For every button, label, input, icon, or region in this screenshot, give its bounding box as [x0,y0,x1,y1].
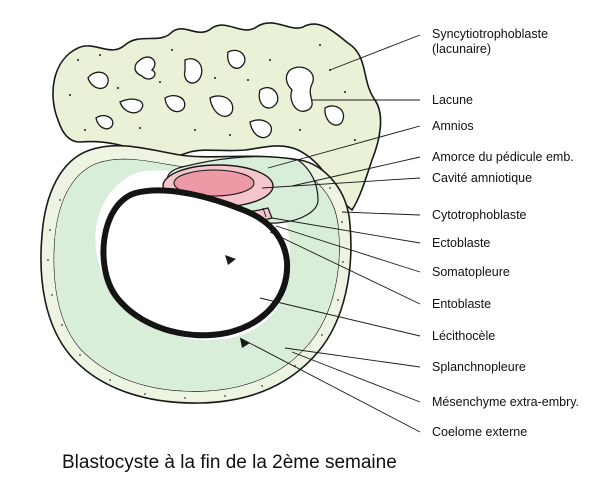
lacuna [183,58,203,84]
label-somatopleure: Somatopleure [432,265,510,279]
lacuna [164,94,186,113]
label-syncytio-line2: (lacunaire) [432,42,492,56]
label-syncytiotrophoblast: Syncytiotrophoblaste (lacunaire) [432,27,548,57]
lacuna [285,66,314,112]
lacuna [134,56,156,80]
label-entoblaste: Entoblaste [432,297,492,311]
label-mesenchyme: Mésenchyme extra-embry. [432,395,580,409]
label-lacune: Lacune [432,93,474,107]
label-amnios: Amnios [432,119,474,133]
lacuna [95,114,114,130]
label-pedicule: Amorce du pédicule emb. [432,150,574,164]
leader-lines [239,34,421,433]
label-coelome-externe: Coelome externe [432,425,528,439]
lacuna [209,95,234,117]
label-lecithocele: Lécithocèle [432,329,496,343]
amniotic-cavity [173,169,255,197]
label-ectoblaste: Ectoblaste [432,236,491,250]
label-splanchnopleure: Splanchnopleure [432,360,526,374]
lacuna [324,105,345,126]
label-cavite-amniotique: Cavité amniotique [432,171,533,185]
lacunae [87,49,345,139]
lacuna [119,98,144,114]
label-cytotrophoblaste: Cytotrophoblaste [432,208,527,222]
lacuna [249,119,273,139]
diagram-caption: Blastocyste à la fin de la 2ème semaine [62,452,397,473]
lacuna [258,87,279,109]
yolk-sac [106,193,285,333]
lacuna [87,71,109,89]
label-syncytio-line1: Syncytiotrophoblaste [432,27,549,41]
lacuna [227,49,246,69]
arrowheads [225,255,250,348]
syncytio-nuclei [69,44,356,141]
cyto-dots [47,187,344,399]
extraembryonic-mesenchyme [54,159,339,392]
